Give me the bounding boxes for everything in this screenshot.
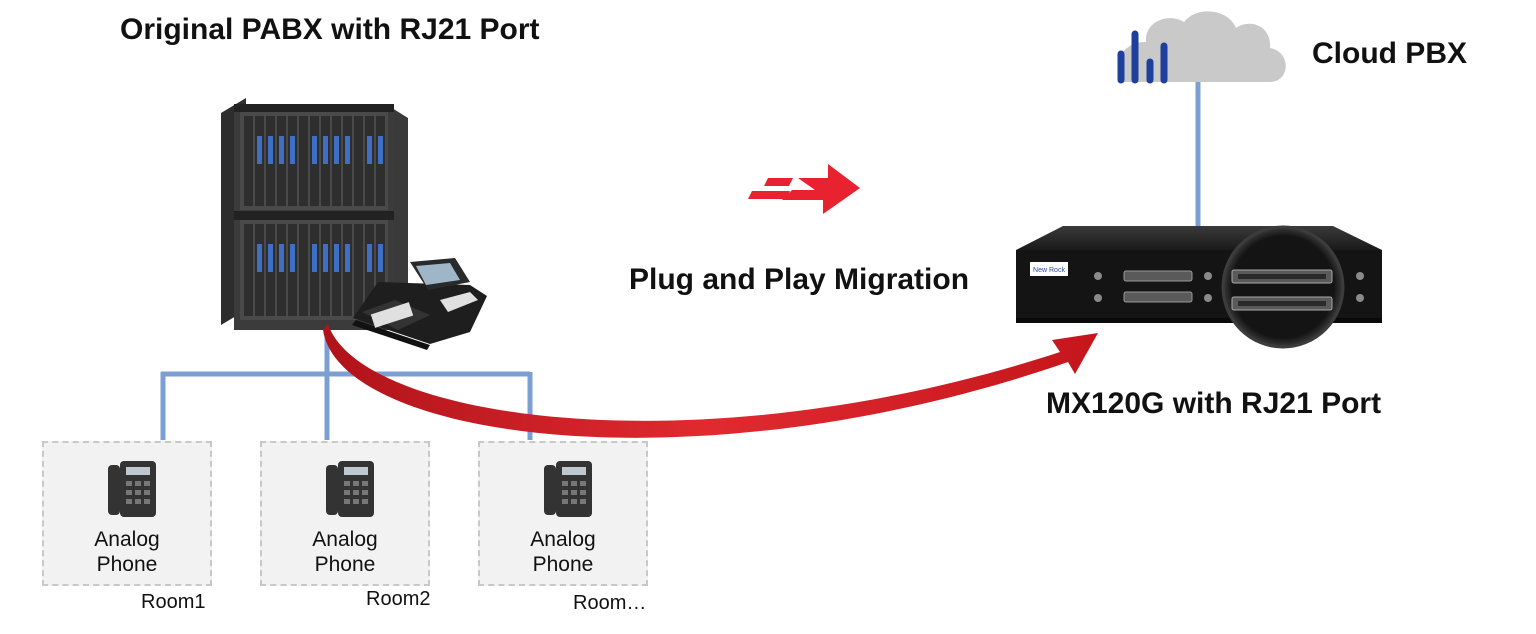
pabx-rj21-connector bbox=[257, 136, 262, 164]
pabx-rj21-connector bbox=[345, 136, 350, 164]
pabx-title: Original PABX with RJ21 Port bbox=[120, 13, 540, 46]
desk-phone-icon bbox=[352, 258, 487, 350]
phone-label: Analog Phone bbox=[94, 528, 160, 576]
signal-bars-icon bbox=[1117, 30, 1168, 84]
pabx-rj21-connector bbox=[334, 244, 339, 272]
pabx-rj21-connector bbox=[323, 136, 328, 164]
pabx-rj21-connector bbox=[312, 136, 317, 164]
pabx-rj21-connector bbox=[345, 244, 350, 272]
pabx-rj21-connector bbox=[268, 136, 273, 164]
gateway-device-icon: New Rock bbox=[1016, 225, 1382, 349]
dashed-arrow-icon bbox=[748, 164, 860, 214]
pabx-rj21-connector bbox=[290, 136, 295, 164]
pabx-card-slot bbox=[354, 116, 363, 206]
pabx-rj21-connector bbox=[268, 244, 273, 272]
analog-phone-icon bbox=[108, 461, 156, 517]
phone-label: Analog Phone bbox=[530, 528, 596, 576]
phone-label: Analog Phone bbox=[312, 528, 378, 576]
pabx-card-slot bbox=[299, 116, 308, 206]
cloud-pbx-title: Cloud PBX bbox=[1312, 37, 1467, 70]
pabx-card-slot bbox=[354, 224, 363, 316]
pabx-rj21-connector bbox=[279, 244, 284, 272]
pabx-rj21-connector bbox=[334, 136, 339, 164]
analog-phone-icon bbox=[544, 461, 592, 517]
pabx-card-slot bbox=[244, 116, 253, 206]
room-label-room3: Room… bbox=[573, 592, 647, 614]
pabx-card-slot bbox=[244, 224, 253, 316]
pabx-rj21-connector bbox=[290, 244, 295, 272]
analog-phone-icon bbox=[326, 461, 374, 517]
pabx-card-slot bbox=[299, 224, 308, 316]
migration-title: Plug and Play Migration bbox=[629, 263, 970, 296]
gateway-title: MX120G with RJ21 Port bbox=[1046, 387, 1382, 420]
room-label-room1: Room1 bbox=[141, 591, 206, 613]
analog-phone-box-room2: Analog Phone bbox=[260, 441, 430, 586]
analog-phone-box-room1: Analog Phone bbox=[42, 441, 212, 586]
gateway-brand-badge: New Rock bbox=[1033, 267, 1065, 274]
pabx-rj21-connector bbox=[279, 136, 284, 164]
pabx-cabinet-icon bbox=[221, 98, 408, 330]
pabx-rj21-connector bbox=[367, 136, 372, 164]
pabx-rj21-connector bbox=[367, 244, 372, 272]
pabx-rj21-connector bbox=[323, 244, 328, 272]
pabx-rj21-connector bbox=[378, 244, 383, 272]
cloud-icon bbox=[1117, 11, 1286, 82]
analog-phone-box-room3: Analog Phone bbox=[478, 441, 648, 586]
pabx-rj21-connector bbox=[257, 244, 262, 272]
pabx-rj21-connector bbox=[312, 244, 317, 272]
room-label-room2: Room2 bbox=[366, 588, 431, 610]
pabx-rj21-connector bbox=[378, 136, 383, 164]
